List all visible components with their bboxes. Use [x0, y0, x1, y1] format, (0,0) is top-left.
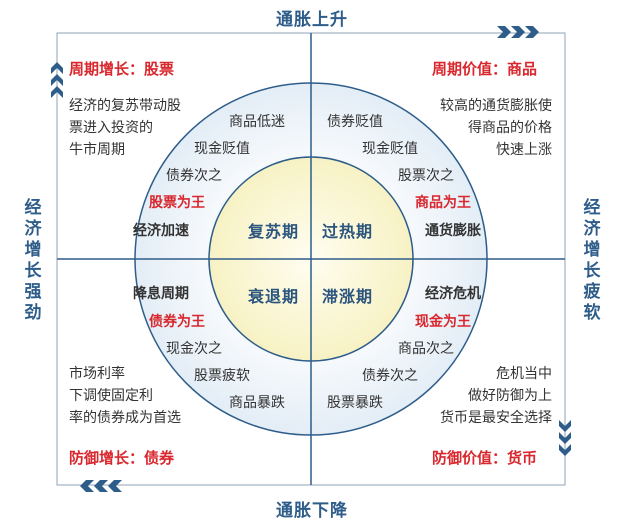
description-top-right: 较高的通货膨胀使 得商品的价格 快速上涨 [440, 98, 552, 158]
phase-stagflation: 滞涨期 [322, 287, 374, 306]
axis-label-right: 经济增长疲软 [583, 198, 601, 323]
chevron-right-icon [497, 26, 539, 38]
ring-overheat-bond: 债券贬值 [327, 114, 383, 130]
ring-recession-cash: 现金次之 [166, 341, 222, 357]
chevron-left-icon [80, 480, 122, 492]
ring-recovery-commodity: 商品低迷 [229, 114, 285, 130]
ring-stagflation-commodity: 商品次之 [398, 341, 454, 357]
chevron-down-icon [559, 420, 571, 456]
ring-stagflation-cash: 现金为王 [415, 314, 471, 330]
ring-recession-bond: 债券为王 [149, 314, 205, 330]
description-bottom-left: 市场利率 下调使固定利 率的债券成为首选 [69, 366, 181, 426]
axis-label-bottom: 通胀下降 [276, 501, 348, 521]
corner-title-top-right: 周期价值：商品 [432, 60, 538, 78]
ring-recession-commodity: 商品暴跌 [229, 395, 285, 411]
axis-label-top: 通胀上升 [276, 10, 348, 30]
ring-recovery-economy: 经济加速 [133, 223, 189, 239]
corner-title-bottom-left: 防御增长：债券 [69, 449, 175, 467]
phase-recovery: 复苏期 [248, 222, 300, 241]
axis-label-left: 经济增长强劲 [24, 198, 42, 323]
phase-recession: 衰退期 [248, 287, 300, 306]
ring-recession-stock: 股票疲软 [194, 368, 250, 384]
ring-recovery-bond: 债券次之 [166, 168, 222, 184]
ring-stagflation-stock: 股票暴跌 [327, 395, 383, 411]
ring-recovery-cash: 现金贬值 [194, 141, 250, 157]
description-top-left: 经济的复苏带动股 票进入投资的 牛市周期 [69, 98, 181, 158]
ring-recession-rate-cut: 降息周期 [133, 286, 189, 302]
ring-overheat-inflation: 通货膨胀 [425, 223, 481, 239]
ring-recovery-stock: 股票为王 [149, 195, 205, 211]
description-bottom-right: 危机当中 做好防御为上 货币是最安全选择 [440, 366, 552, 426]
phase-overheat: 过热期 [322, 222, 374, 241]
ring-overheat-cash: 现金贬值 [362, 141, 418, 157]
corner-title-top-left: 周期增长：股票 [69, 60, 175, 78]
ring-overheat-stock: 股票次之 [398, 168, 454, 184]
corner-title-bottom-right: 防御价值：货币 [432, 449, 538, 467]
ring-stagflation-crisis: 经济危机 [425, 286, 481, 302]
ring-overheat-commodity: 商品为王 [415, 195, 471, 211]
chevron-up-icon [51, 62, 63, 98]
ring-stagflation-bond: 债券次之 [362, 368, 418, 384]
